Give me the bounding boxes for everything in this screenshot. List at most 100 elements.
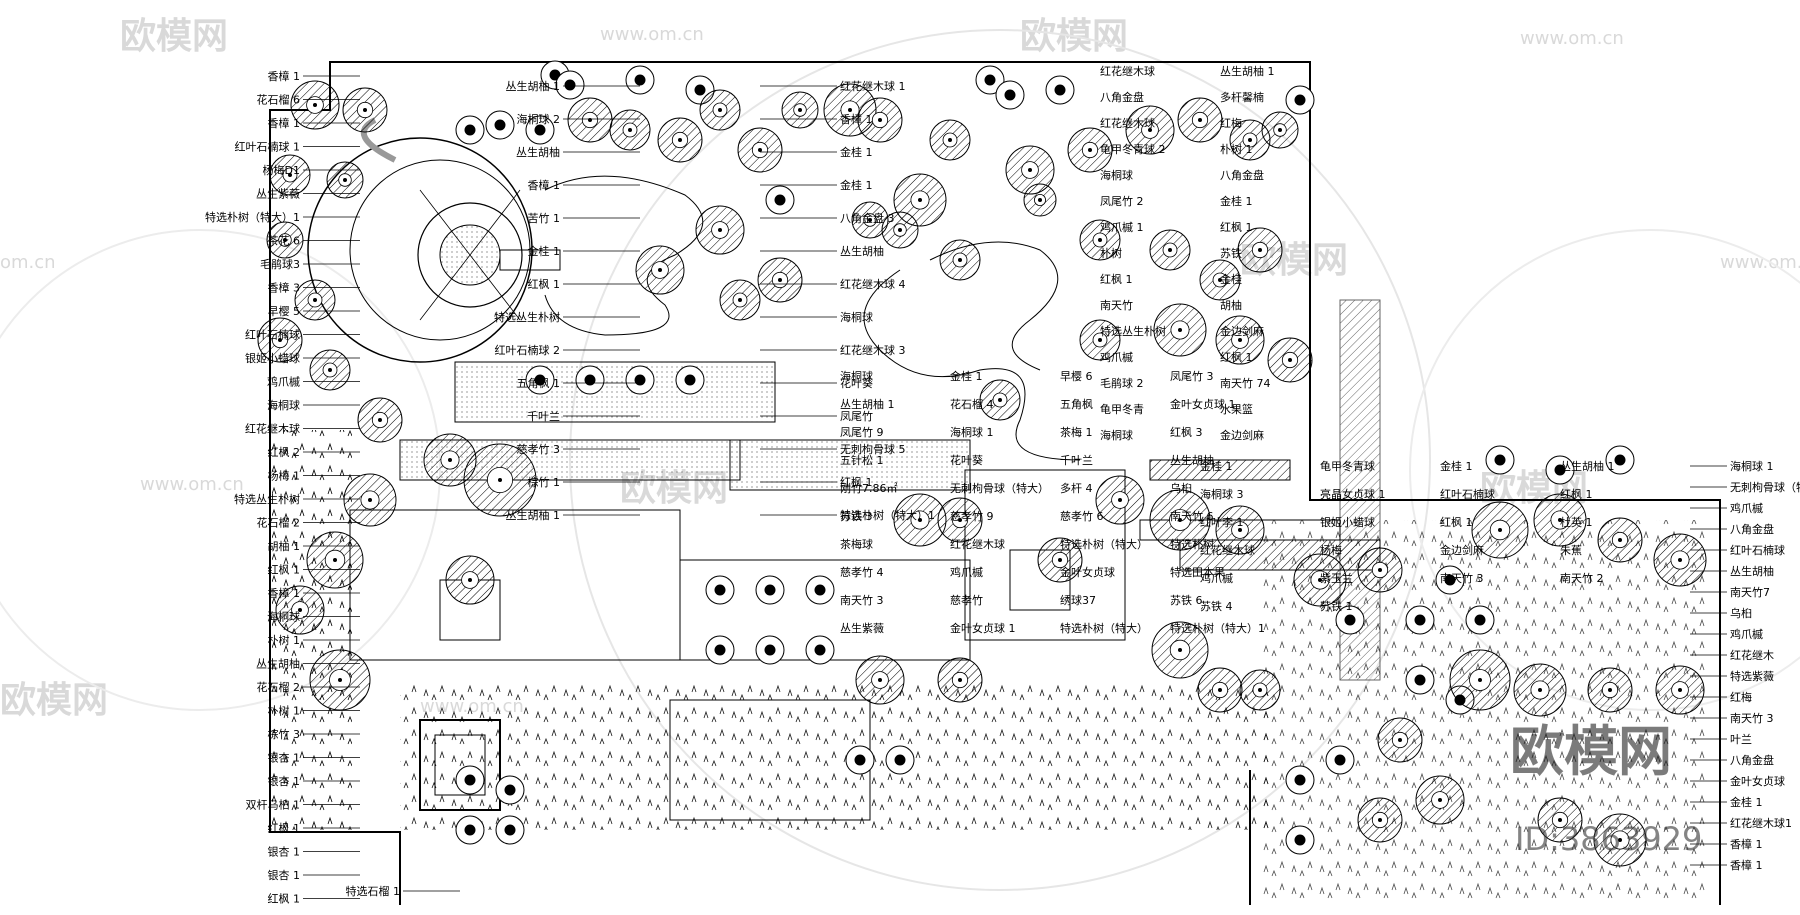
plant-label: 早樱 5 bbox=[268, 305, 301, 318]
plant-label: 红花继木球 3 bbox=[840, 343, 906, 357]
shrub-center bbox=[564, 79, 576, 91]
plant-label: 金桂 1 bbox=[950, 369, 983, 383]
plant-label: 金边剑麻 bbox=[1440, 543, 1484, 557]
plant-label: 红花继木球 bbox=[1200, 543, 1255, 557]
plant-label: 特选紫薇 bbox=[1730, 669, 1774, 683]
tree-symbol bbox=[1537, 797, 1583, 843]
plant-label: 香樟 1 bbox=[1730, 858, 1763, 872]
plant-label: 银姬小蜡球 bbox=[245, 351, 300, 365]
plant-label: 香樟 1 bbox=[528, 178, 561, 192]
tree-symbol bbox=[1153, 303, 1207, 357]
plant-label: 海桐球 2 bbox=[517, 112, 561, 126]
plant-label: 丛生紫薇 bbox=[256, 187, 300, 201]
plant-label: 鸡爪槭 bbox=[1730, 501, 1763, 515]
plant-label: 鸡爪槭 bbox=[1200, 571, 1233, 585]
plant-label: 丛生胡柚 1 bbox=[1560, 459, 1615, 473]
plant-label: 红叶石楠球 bbox=[245, 328, 300, 342]
plant-label: 海桐球 bbox=[1100, 428, 1133, 442]
plant-label: 特选石榴 1 bbox=[346, 884, 401, 898]
plant-label: 五针松 1 bbox=[840, 453, 884, 467]
shrub-center bbox=[1474, 614, 1486, 626]
plant-label: 红枫 3 bbox=[1170, 425, 1203, 439]
shrub-center bbox=[1294, 94, 1306, 106]
tree-symbol bbox=[939, 239, 981, 281]
plant-label: 香樟 1 bbox=[268, 69, 301, 83]
tree-symbol bbox=[343, 473, 397, 527]
shrub-center bbox=[464, 124, 476, 136]
plant-label: 红枫 1 bbox=[1100, 272, 1133, 286]
plant-label: 金边剑麻 bbox=[1220, 324, 1264, 338]
plant-label: 千叶兰 bbox=[527, 410, 560, 423]
plant-label: 无刺枸骨球（特大） bbox=[950, 481, 1049, 495]
plant-label: 香樟 1 bbox=[1730, 837, 1763, 851]
tree-symbol bbox=[567, 97, 613, 143]
plant-label: 红梅 bbox=[1220, 116, 1242, 130]
plant-label: 花石榴 6 bbox=[257, 93, 301, 107]
plant-label: 特选朴树（特大）1 bbox=[1170, 621, 1265, 635]
shrub-center bbox=[1294, 774, 1306, 786]
plant-label: 南天竹7 bbox=[1730, 585, 1770, 599]
tree-symbol bbox=[357, 397, 403, 443]
plant-label: 丛生胡柚 bbox=[516, 145, 560, 159]
plant-label: 特选朴树（特大）1 bbox=[205, 210, 300, 224]
shrub-center bbox=[684, 374, 696, 386]
plant-label: 金桂 1 bbox=[1730, 795, 1763, 809]
tree-symbol bbox=[1215, 315, 1265, 365]
tree-symbol bbox=[1533, 493, 1587, 547]
plant-label: 红花继木球 4 bbox=[840, 277, 906, 291]
plant-label: 慈孝竹 6 bbox=[1060, 509, 1104, 523]
watermark-url: www.om.cn bbox=[600, 24, 704, 45]
tree-symbol bbox=[1023, 183, 1057, 217]
shrub-center bbox=[714, 644, 726, 656]
plant-label: 南天竹 3 bbox=[1730, 711, 1774, 725]
tree-symbol bbox=[757, 257, 803, 303]
shrub-center bbox=[984, 74, 996, 86]
tree-symbol bbox=[937, 657, 983, 703]
plant-label: 香樟 3 bbox=[268, 281, 301, 295]
tree-symbol bbox=[1229, 119, 1271, 161]
plant-label: 金叶女贞球 bbox=[1730, 774, 1785, 788]
tree-symbol bbox=[1079, 219, 1121, 261]
plant-label: 鸡爪槭 1 bbox=[1100, 220, 1144, 234]
shrub-center bbox=[1444, 574, 1456, 586]
tree-symbol bbox=[1239, 669, 1281, 711]
plant-label: 杨梅 bbox=[1320, 543, 1342, 557]
corner-id: ID:3863929 bbox=[1515, 820, 1702, 858]
plant-label: 海桐球 bbox=[840, 310, 873, 324]
plant-label: 红枫 1 bbox=[1440, 515, 1473, 529]
tree-symbol bbox=[1125, 105, 1175, 155]
plant-label: 红花继木球1 bbox=[1730, 816, 1792, 830]
plant-label: 毛鹃球 2 bbox=[1100, 376, 1144, 390]
tree-symbol bbox=[657, 117, 703, 163]
tree-symbol bbox=[1199, 259, 1241, 301]
tree-symbol bbox=[294, 279, 336, 321]
plant-label: 红叶石楠球 2 bbox=[495, 343, 561, 357]
plant-label: 丛生胡柚 1 bbox=[1220, 64, 1275, 78]
plant-label: 慈孝竹 4 bbox=[840, 565, 884, 579]
tree-symbol bbox=[855, 655, 905, 705]
plant-label: 红枫 1 bbox=[1560, 487, 1593, 501]
winding-path bbox=[863, 241, 1081, 461]
watermark-brand: 欧模网 bbox=[0, 680, 108, 721]
circular-plaza bbox=[307, 117, 704, 363]
plant-label: 朱蕉 bbox=[1560, 544, 1582, 557]
plant-label: 五角枫 bbox=[1060, 397, 1093, 411]
plant-label: 丛生胡柚 1 bbox=[506, 79, 561, 93]
plant-label: 红花继木球 bbox=[1100, 116, 1155, 130]
plant-label: 五角枫 1 bbox=[517, 376, 561, 390]
plant-label: 丛生胡柚 bbox=[1170, 453, 1214, 467]
tree-symbol bbox=[1293, 553, 1347, 607]
tree-symbol bbox=[979, 379, 1021, 421]
shrub-center bbox=[584, 374, 596, 386]
plant-label: 红枫 1 bbox=[1220, 350, 1253, 364]
plant-label: 无刺枸骨球（特大）1 bbox=[1730, 480, 1800, 494]
plant-label: 金桂 1 bbox=[840, 178, 873, 192]
plant-label: 金桂 1 bbox=[1220, 194, 1253, 208]
plant-label: 龟甲冬青 bbox=[1100, 402, 1144, 416]
tree-symbol bbox=[257, 317, 303, 363]
plant-label: 杜英 1 bbox=[1560, 515, 1593, 529]
tree-symbol bbox=[1471, 501, 1529, 559]
plant-label: 红花继木 bbox=[1730, 649, 1774, 662]
plant-label: 银杏 1 bbox=[268, 868, 301, 882]
plant-label: 南天竹 3 bbox=[1440, 571, 1484, 585]
